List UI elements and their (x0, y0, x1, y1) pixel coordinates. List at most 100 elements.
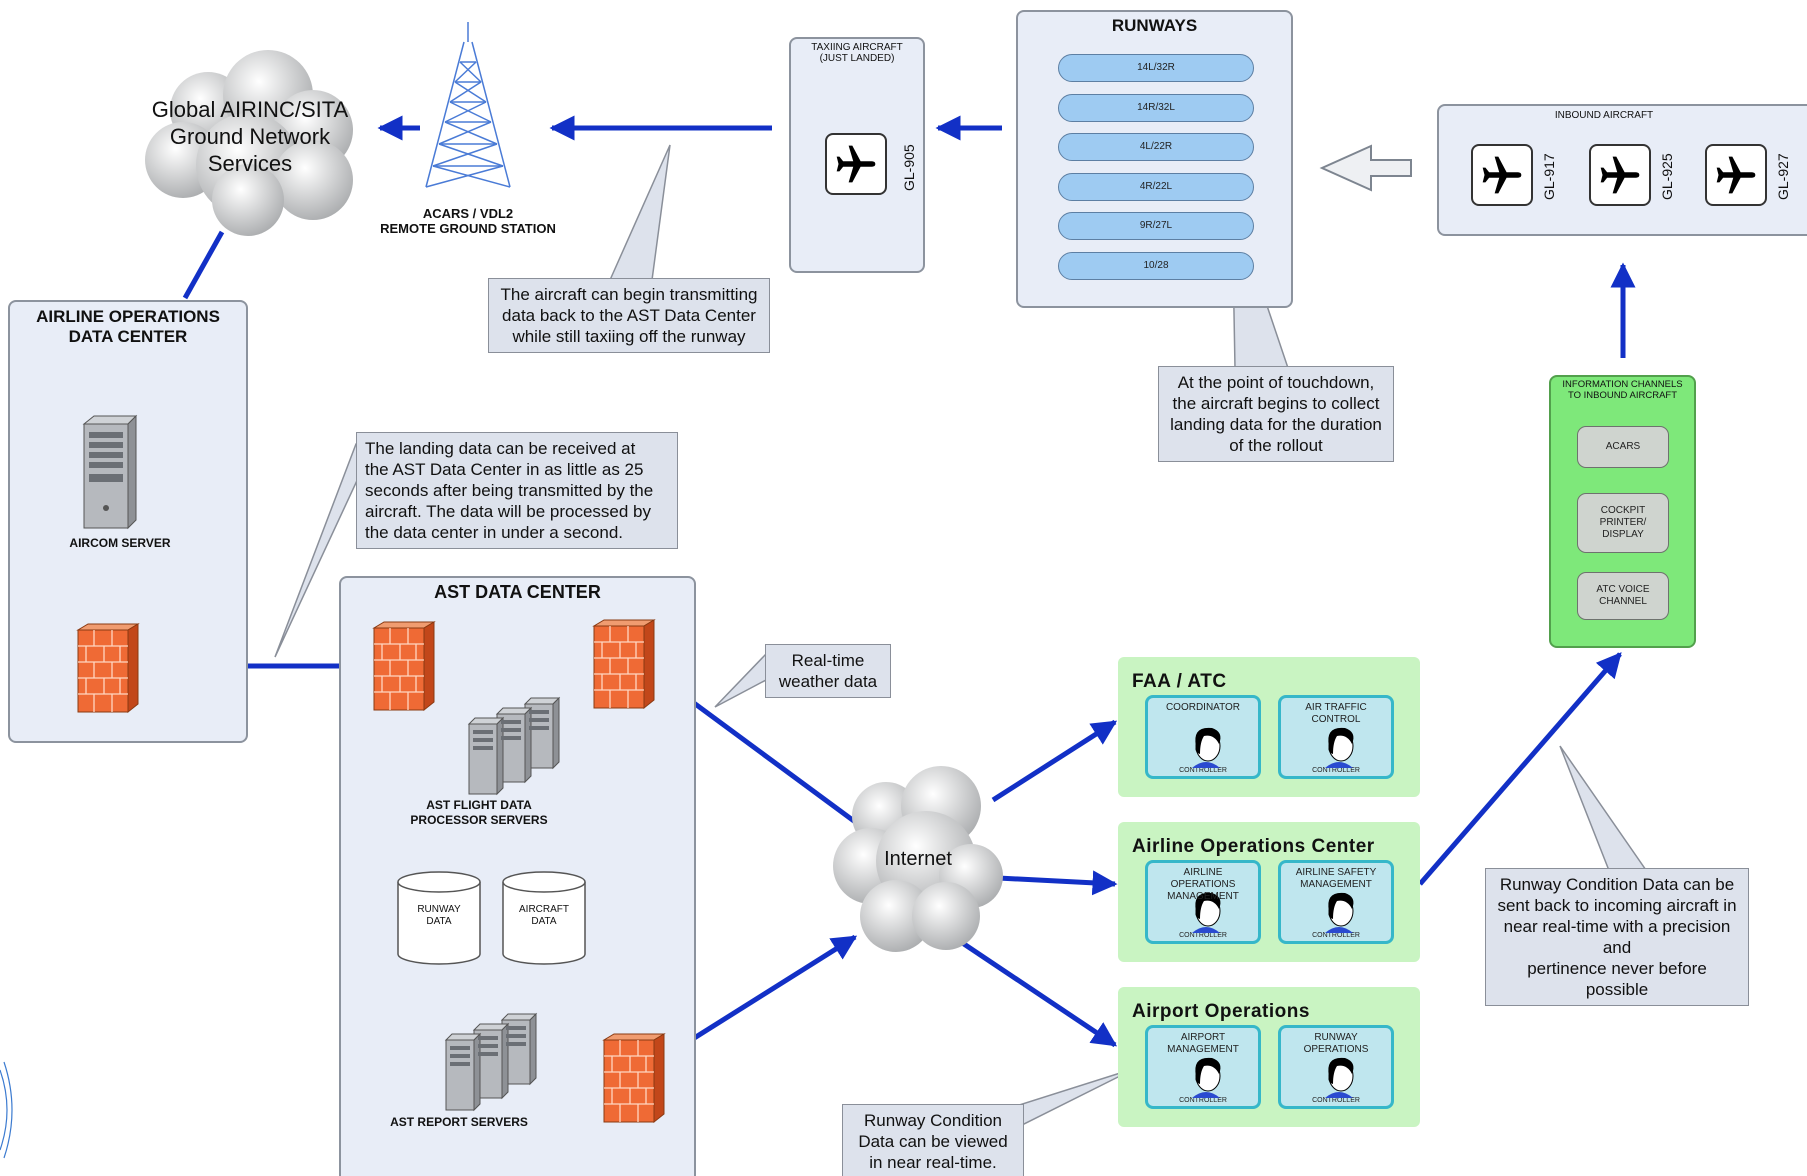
airline-ops-dc-title: AIRLINE OPERATIONS DATA CENTER (10, 307, 246, 347)
aircraft-icon-gl-925[interactable] (1589, 144, 1651, 206)
callout-line: in near real-time. (869, 1153, 997, 1172)
card-line1: AIR TRAFFIC (1305, 702, 1367, 713)
runway-data-label: RUNWAY DATA (396, 904, 482, 928)
arrow-inbound-to-runways (1319, 144, 1412, 192)
callout-line: The aircraft can begin transmitting (500, 285, 758, 304)
network-cloud-icon (145, 50, 353, 236)
callout-line: landing data for the duration (1170, 415, 1382, 434)
runway-9r-27l[interactable]: 9R/27L (1058, 212, 1254, 240)
card-line1: AIRPORT (1180, 1032, 1226, 1043)
runway-4r-22l[interactable]: 4R/22L (1058, 173, 1254, 201)
runways-panel: RUNWAYS 14L/32R 14R/32L 4L/22R 4R/22L 9R… (1016, 10, 1293, 308)
fdp-label-line1: AST FLIGHT DATA (426, 798, 532, 812)
channel-atc-line1: ATC VOICE (1596, 584, 1650, 595)
card-line2: MANAGEMENT (1167, 1044, 1239, 1055)
aircraft-database-icon[interactable] (501, 870, 587, 966)
internet-label: Internet (884, 848, 952, 870)
flight-data-processor-servers-icon[interactable] (465, 696, 565, 796)
callout-line: the AST Data Center in as little as 25 (365, 460, 644, 479)
controller-label: CONTROLLER (1179, 932, 1227, 939)
channel-atc-line2: CHANNEL (1599, 596, 1647, 607)
channel-atc-voice[interactable]: ATC VOICE CHANNEL (1577, 572, 1669, 620)
aircraft-icon-gl-927[interactable] (1705, 144, 1767, 206)
airline-ops-dc-title-line1: AIRLINE OPERATIONS (36, 307, 220, 326)
callout-line: the data center in under a second. (365, 523, 624, 542)
aircraft-icon-gl-917[interactable] (1471, 144, 1533, 206)
firewall-icon[interactable] (370, 620, 438, 712)
taxiing-title-line2: (JUST LANDED) (819, 53, 895, 64)
callout-runway-condition: Runway Condition Data can be sent back t… (1485, 868, 1749, 1006)
aircom-server-icon[interactable] (80, 412, 140, 532)
aircom-server-label: AIRCOM SERVER (69, 536, 171, 550)
channel-cockpit-line1: COCKPIT (1600, 505, 1646, 516)
callout-touchdown: At the point of touchdown, the aircraft … (1158, 366, 1394, 462)
callout-line: the aircraft begins to collect (1172, 394, 1380, 413)
info-channels-panel: INFORMATION CHANNELS TO INBOUND AIRCRAFT… (1549, 375, 1696, 648)
callout-line: At the point of touchdown, (1177, 373, 1375, 392)
runway-data-label-line2: DATA (426, 916, 452, 927)
controller-avatar-icon (1192, 727, 1221, 768)
radio-tower-icon (425, 22, 511, 188)
callout-line: of the rollout (1229, 436, 1323, 455)
controller-avatar-icon (1325, 727, 1354, 768)
aoc-title: Airline Operations Center (1132, 836, 1375, 857)
card-line2: OPERATIONS (1303, 1044, 1369, 1055)
callout-line: near real-time with a precision and (1503, 917, 1731, 957)
runway-14r-32l[interactable]: 14R/32L (1058, 94, 1254, 122)
runway-10-28[interactable]: 10/28 (1058, 252, 1254, 280)
callout-line: Runway Condition (864, 1111, 1002, 1130)
callout-taxi-transmit: The aircraft can begin transmitting data… (488, 278, 770, 353)
channel-cockpit-line3: DISPLAY (1602, 529, 1644, 540)
fdp-servers-label: AST FLIGHT DATA PROCESSOR SERVERS (379, 798, 579, 828)
runway-database-icon[interactable] (396, 870, 482, 966)
channel-cockpit-printer[interactable]: COCKPIT PRINTER/ DISPLAY (1577, 493, 1669, 553)
inbound-aircraft-panel: INBOUND AIRCRAFT GL-917 GL-925 GL-927 (1437, 104, 1807, 236)
arrow-internet-to-faa (991, 719, 1118, 803)
network-cloud-label: Global AIRINC/SITA Ground Network Servic… (151, 97, 349, 176)
card-line1: AIRLINE (1183, 867, 1223, 878)
runway-14l-32r[interactable]: 14L/32R (1058, 54, 1254, 82)
aircraft-icon-gl-905[interactable] (825, 133, 887, 195)
callout-line: aircraft. The data will be processed by (365, 502, 651, 521)
airport-ops-title: Airport Operations (1132, 1001, 1310, 1022)
firewall-icon[interactable] (600, 1032, 668, 1124)
callout-line: data back to the AST Data Center (502, 306, 756, 325)
info-channels-title-line1: INFORMATION CHANNELS (1562, 379, 1683, 390)
tower-label: ACARS / VDL2 REMOTE GROUND STATION (376, 206, 560, 236)
runway-data-label-line1: RUNWAY (417, 904, 461, 915)
controller-card-coordinator[interactable]: COORDINATOR CONTROLLER (1145, 695, 1261, 779)
callout-weather: Real-time weather data (765, 644, 891, 698)
aircraft-data-label: AIRCRAFT DATA (501, 904, 587, 928)
callout-landing-data: The landing data can be received at the … (356, 432, 678, 549)
card-line2: MANAGEMENT (1300, 879, 1372, 890)
taxi-callout-pointer (608, 144, 671, 281)
arrow-aoc-to-info-channels (1418, 652, 1622, 886)
controller-label: CONTROLLER (1312, 932, 1360, 939)
faa-atc-title: FAA / ATC (1132, 671, 1227, 692)
airplane-icon (1600, 156, 1640, 194)
runway-cond-callout-pointer (1559, 745, 1650, 874)
runway-4l-22r[interactable]: 4L/22R (1058, 133, 1254, 161)
controller-avatar-icon (1325, 1057, 1354, 1098)
card-line1: RUNWAY (1314, 1032, 1358, 1043)
channel-acars[interactable]: ACARS (1577, 426, 1669, 468)
aircraft-label-gl-905: GL-905 (901, 144, 917, 191)
controller-label: CONTROLLER (1312, 1097, 1360, 1104)
report-servers-icon[interactable] (442, 1012, 542, 1112)
card-line2: CONTROL (1311, 714, 1361, 725)
firewall-icon[interactable] (590, 618, 658, 710)
card-line2: OPERATIONS (1170, 879, 1236, 890)
callout-line: while still taxiing off the runway (512, 327, 746, 346)
callout-line: The landing data can be received at (365, 439, 636, 458)
taxiing-title: TAXIING AIRCRAFT (JUST LANDED) (791, 42, 923, 64)
firewall-icon[interactable] (74, 622, 142, 714)
